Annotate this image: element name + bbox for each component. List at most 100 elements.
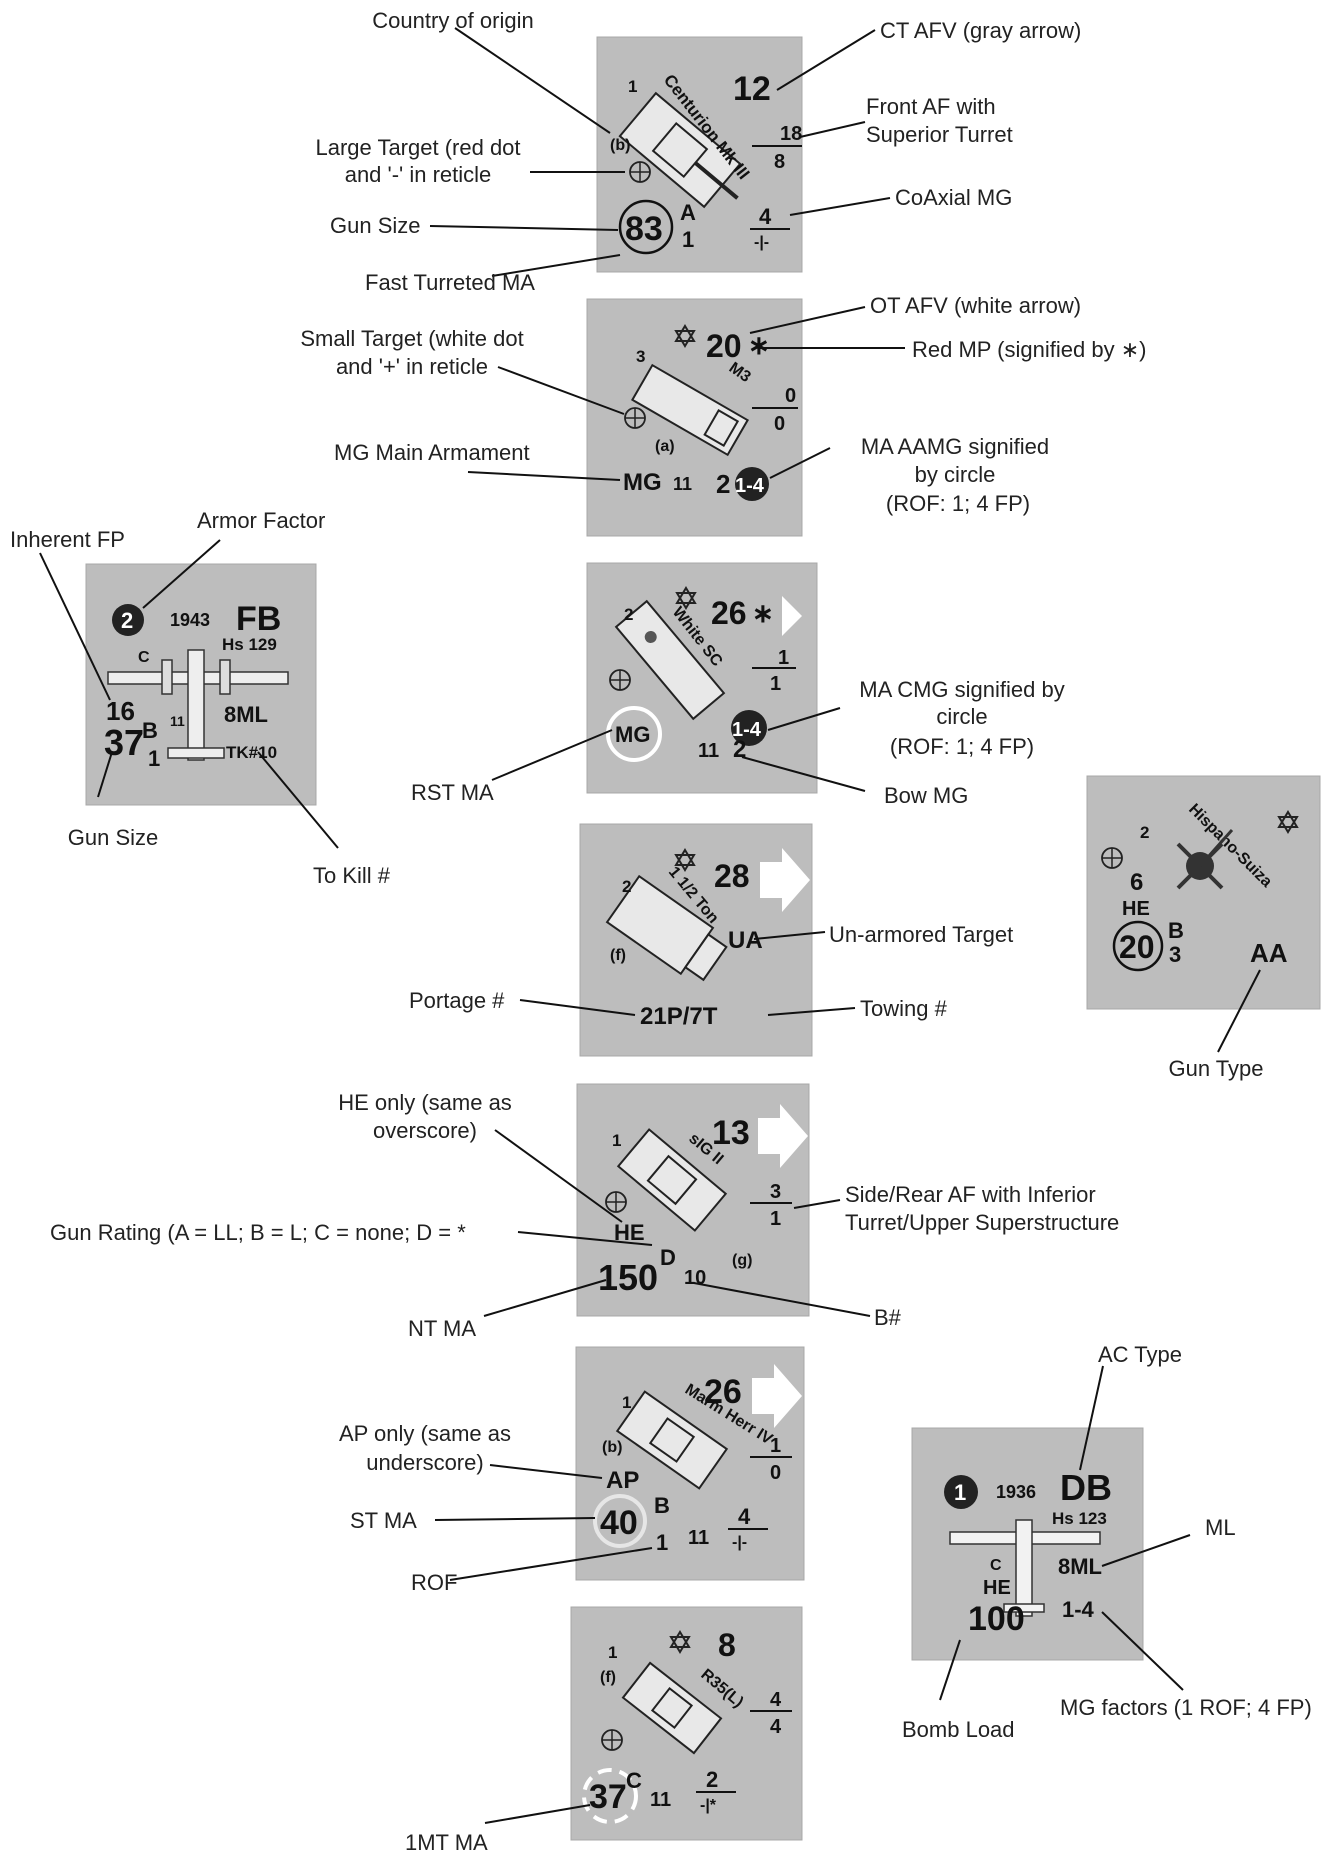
marm-side-af: 0 bbox=[770, 1462, 781, 1484]
hs123-bomb: 100 bbox=[968, 1600, 1025, 1638]
marm-num: 1 bbox=[622, 1393, 631, 1412]
centurion-front-af: 18 bbox=[780, 123, 802, 145]
label-ct-afv: CT AFV (gray arrow) bbox=[880, 18, 1081, 43]
label-ma-cmg-3: (ROF: 1; 4 FP) bbox=[890, 734, 1034, 759]
label-unarmored: Un-armored Target bbox=[829, 922, 1013, 947]
white-sc-move-arrow-icon bbox=[782, 596, 802, 636]
hs129-type: FB bbox=[236, 600, 281, 638]
hispano-gun: 20 bbox=[1119, 929, 1155, 965]
centurion-num: 1 bbox=[628, 77, 637, 96]
hs123-c: C bbox=[990, 1557, 1002, 1574]
hs129-ml: 8ML bbox=[224, 702, 268, 727]
white-sc-b-num: 11 bbox=[698, 740, 719, 762]
r35-gun: 37 bbox=[589, 1778, 627, 1816]
centurion-bpv: 12 bbox=[733, 70, 771, 108]
hs123-ml: 8ML bbox=[1058, 1554, 1102, 1579]
m3-red-mp-star-icon: ∗ bbox=[748, 330, 770, 360]
label-rof: ROF bbox=[411, 1570, 457, 1595]
centurion-country: (b) bbox=[610, 137, 630, 154]
centurion-coax: 4 bbox=[759, 204, 772, 229]
r35-mp: 8 bbox=[718, 1627, 736, 1663]
label-towing: Towing # bbox=[860, 996, 948, 1021]
label-st-ma: ST MA bbox=[350, 1508, 417, 1533]
label-small-target-1: Small Target (white dot bbox=[300, 326, 523, 351]
hs123-name: Hs 123 bbox=[1052, 1509, 1107, 1528]
hs129-name: Hs 129 bbox=[222, 635, 277, 654]
label-side-rear-2: Turret/Upper Superstructure bbox=[845, 1210, 1119, 1235]
white-sc-bow: 2 bbox=[733, 736, 746, 763]
marm-move-arrow-icon bbox=[752, 1364, 802, 1428]
label-ml: ML bbox=[1205, 1515, 1236, 1540]
sig2-num: 1 bbox=[612, 1131, 621, 1150]
label-bow-mg: Bow MG bbox=[884, 783, 968, 808]
label-mg-main: MG Main Armament bbox=[334, 440, 530, 465]
m3-front-af: 0 bbox=[785, 385, 796, 407]
half-ton-ua: UA bbox=[728, 927, 763, 954]
centurion-gun-circle bbox=[618, 199, 674, 255]
white-sc-red-mp-star-icon: ∗ bbox=[752, 598, 774, 628]
m3-side-af: 0 bbox=[774, 413, 785, 435]
label-country-of-origin: Country of origin bbox=[372, 8, 533, 33]
m3-reticle bbox=[624, 407, 646, 429]
hispano-rof: 3 bbox=[1169, 942, 1181, 967]
marm-gun-circle bbox=[593, 1494, 647, 1548]
label-nt-ma: NT MA bbox=[408, 1316, 476, 1341]
sig2-mp: 13 bbox=[712, 1114, 750, 1152]
m3-aamg-circle bbox=[735, 467, 769, 501]
label-gun-size-b: Gun Size bbox=[68, 825, 159, 850]
label-ma-aamg-3: (ROF: 1; 4 FP) bbox=[886, 491, 1030, 516]
hs129-fp: 16 bbox=[106, 696, 135, 726]
white-sc-ma-circle bbox=[606, 706, 662, 762]
label-ma-cmg-1: MA CMG signified by bbox=[859, 677, 1064, 702]
label-mg-factors: MG factors (1 ROF; 4 FP) bbox=[1060, 1695, 1312, 1720]
marm-mp: 26 bbox=[704, 1373, 742, 1411]
m3-mp: 20 bbox=[706, 328, 742, 364]
r35-gun-circle bbox=[582, 1768, 638, 1824]
hispano-fp: 6 bbox=[1130, 869, 1143, 896]
hs123-aircraft-icon bbox=[949, 1519, 1101, 1617]
centurion-rating: A bbox=[680, 200, 696, 225]
label-inherent-fp: Inherent FP bbox=[10, 527, 125, 552]
m3-vehicle bbox=[631, 363, 749, 457]
white-sc-num: 2 bbox=[624, 605, 633, 624]
hs129-c: C bbox=[138, 649, 150, 666]
hs123-year: 1936 bbox=[996, 1482, 1036, 1502]
hs129-af: 2 bbox=[121, 608, 133, 633]
label-1mt-ma: 1MT MA bbox=[405, 1830, 488, 1851]
centurion-gun: 83 bbox=[625, 210, 663, 248]
sig2-reticle bbox=[605, 1191, 627, 1213]
label-coaxial-mg: CoAxial MG bbox=[895, 185, 1012, 210]
label-gun-rating: Gun Rating (A = LL; B = L; C = none; D =… bbox=[50, 1220, 466, 1245]
hispano-reticle bbox=[1101, 847, 1123, 869]
white-sc-ma: MG bbox=[615, 722, 650, 747]
hispano-num: 2 bbox=[1140, 823, 1149, 842]
label-large-target-2: and '-' in reticle bbox=[345, 162, 492, 187]
hs129-year: 1943 bbox=[170, 610, 210, 630]
white-sc-cmg: 1-4 bbox=[732, 719, 762, 741]
label-small-target-2: and '+' in reticle bbox=[336, 354, 488, 379]
hs123-af-circle bbox=[944, 1475, 978, 1509]
hispano-he: HE bbox=[1122, 898, 1150, 920]
label-ac-type: AC Type bbox=[1098, 1342, 1182, 1367]
r35-b-num: 11 bbox=[650, 1789, 671, 1811]
hs123-mg: 1-4 bbox=[1062, 1597, 1095, 1622]
r35-rating: C bbox=[626, 1768, 642, 1793]
marm-ap: AP bbox=[606, 1467, 639, 1494]
hs123-type: DB bbox=[1060, 1467, 1112, 1508]
sig2-country: (g) bbox=[732, 1252, 752, 1269]
half-ton-pt: 21P/7T bbox=[640, 1003, 718, 1030]
hispano-gun-type: AA bbox=[1250, 938, 1288, 968]
label-ot-afv: OT AFV (white arrow) bbox=[870, 293, 1081, 318]
hispano-gun-icon bbox=[1176, 829, 1234, 890]
label-armor-factor: Armor Factor bbox=[197, 508, 325, 533]
label-to-kill: To Kill # bbox=[313, 863, 391, 888]
white-sc-reticle bbox=[609, 669, 631, 691]
hispano-country-star-icon bbox=[1277, 810, 1299, 834]
label-ma-cmg-2: circle bbox=[936, 704, 987, 729]
centurion-reticle bbox=[629, 161, 651, 183]
label-ap-only-2: underscore) bbox=[366, 1450, 483, 1475]
label-gun-size-a: Gun Size bbox=[330, 213, 421, 238]
hs129-rof: 1 bbox=[148, 746, 160, 771]
centurion-rof: 1 bbox=[682, 227, 694, 252]
label-he-only-1: HE only (same as bbox=[338, 1090, 512, 1115]
